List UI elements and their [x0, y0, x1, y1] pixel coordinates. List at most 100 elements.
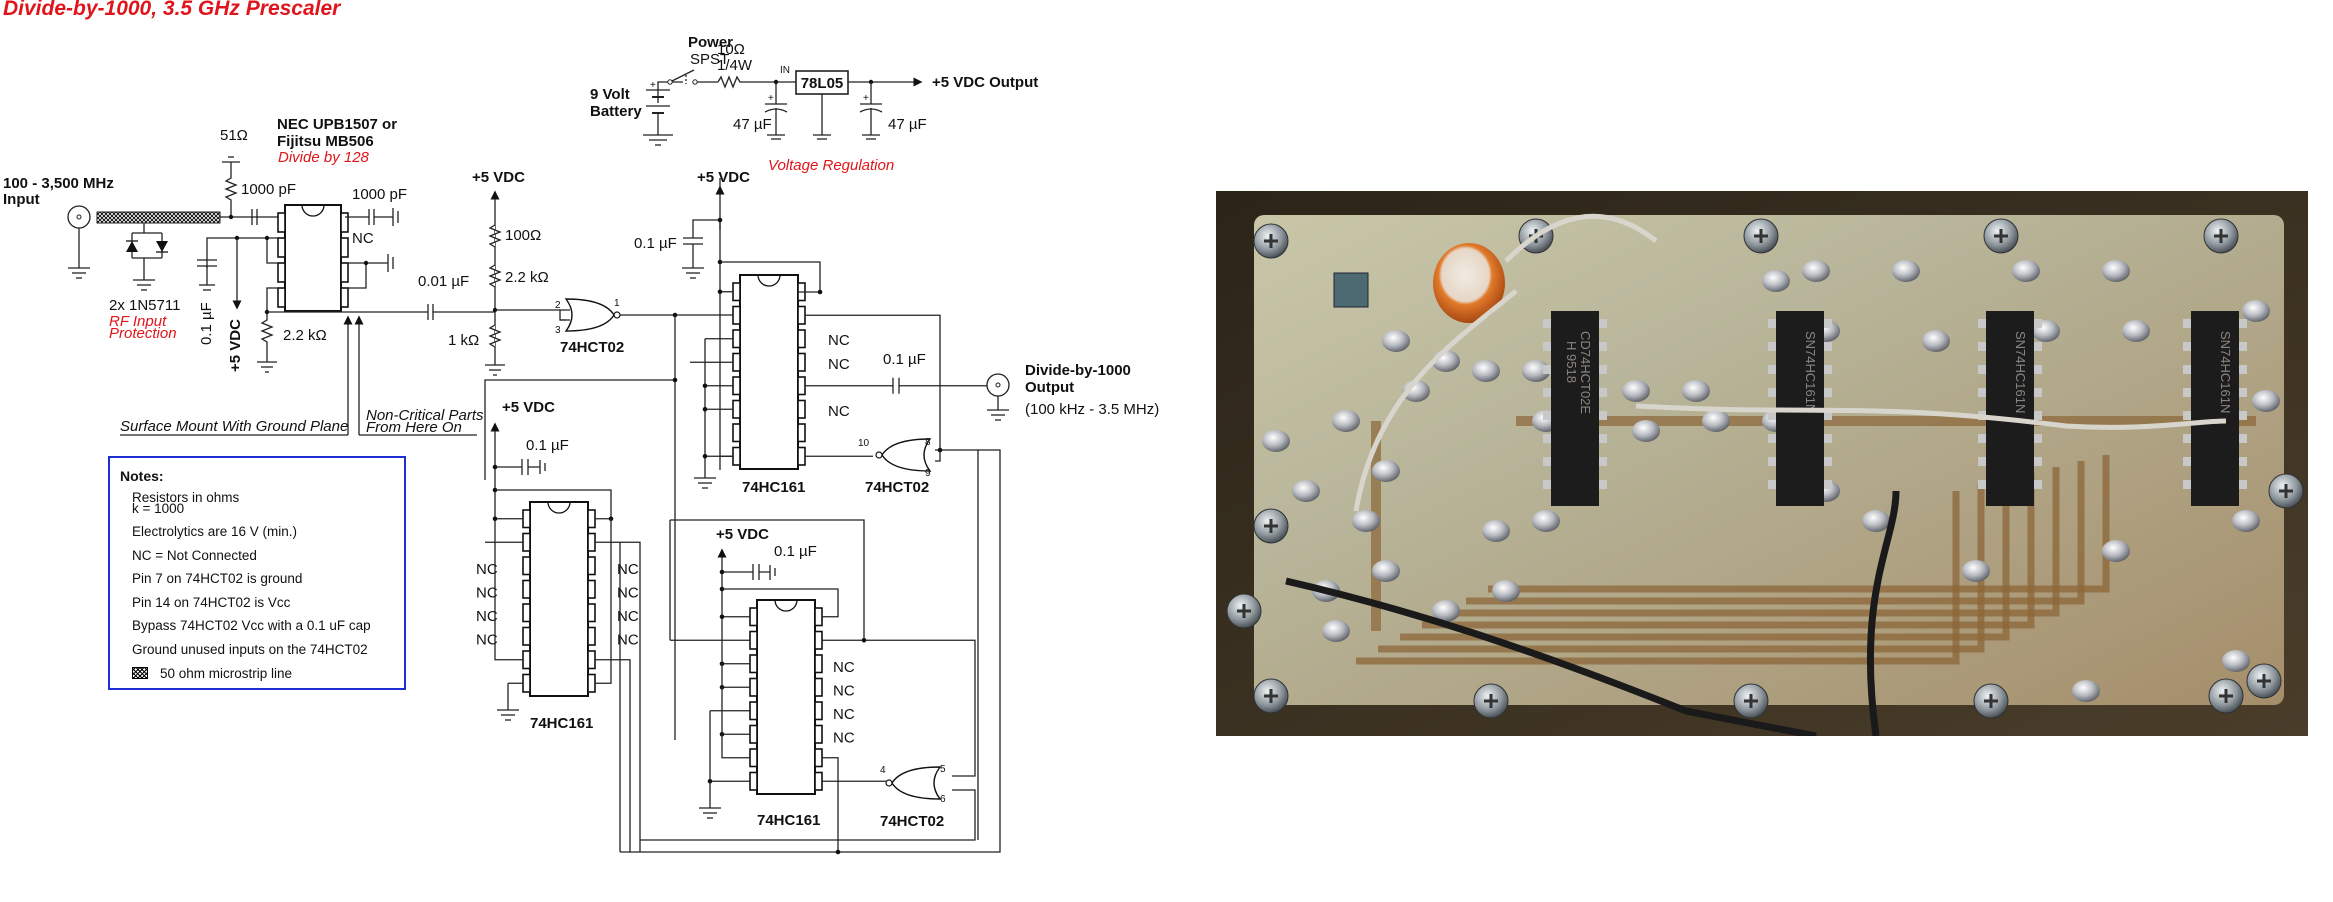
chip-marking: SN74HC161N	[2218, 331, 2233, 413]
wire	[560, 309, 570, 321]
dip-pin	[1978, 342, 1986, 351]
output-section: 0.1 µF Divide-by-1000 Output (100 kHz - …	[883, 351, 1159, 421]
ic-pin	[797, 446, 806, 466]
screw-slot	[1264, 519, 1278, 533]
wire	[822, 757, 839, 852]
ic-pin	[797, 329, 806, 349]
ic-pin	[587, 509, 596, 529]
junction-dot	[492, 516, 498, 522]
dip-pin	[1768, 480, 1776, 489]
ic-pin	[522, 603, 531, 623]
copper-trace	[1444, 467, 2060, 617]
dip-pin	[2239, 457, 2247, 466]
chip-marking: H 9518	[1564, 341, 1579, 383]
dip-pin	[2034, 342, 2042, 351]
junction-dot	[702, 406, 708, 412]
counter-vcc-label: +5 VDC	[697, 169, 750, 186]
diode-label: 2x 1N5711	[109, 297, 180, 314]
gate-pin-label: 10	[858, 438, 870, 449]
dip-body	[1986, 311, 2034, 506]
wire	[722, 588, 839, 618]
ic-pin	[277, 237, 286, 258]
gate-part-label: 74HCT02	[560, 339, 624, 356]
output-label: Divide-by-1000	[1025, 362, 1131, 379]
solder-blob	[1892, 260, 1920, 282]
junction-dot	[702, 383, 708, 389]
dip-pin	[2239, 365, 2247, 374]
solder-blob	[1532, 510, 1560, 532]
note-item: Pin 14 on 74HCT02 is Vcc	[132, 595, 291, 610]
regulator-in-label: IN	[780, 65, 790, 76]
ic-pin	[814, 701, 823, 721]
prescaler-section: NEC UPB1507 or Fijitsu MB506 Divide by 1…	[197, 116, 495, 373]
input-section: 100 - 3,500 MHz Input 2x 1N5711 RF Input…	[3, 175, 221, 342]
notes-box: Notes: Resistors in ohms k = 1000 Electr…	[108, 456, 406, 690]
ic-pin	[522, 626, 531, 646]
gate-part-label: 74HCT02	[880, 813, 944, 830]
nor-gate-body	[881, 438, 932, 472]
ic-pin	[814, 748, 823, 768]
dip-pin	[1599, 319, 1607, 328]
solder-blob	[1372, 560, 1400, 582]
dip-pin	[1824, 411, 1832, 420]
note-item: Resistors in ohms	[132, 490, 240, 505]
ground-icon	[694, 477, 716, 489]
dip-pin	[1824, 365, 1832, 374]
ic-pin	[814, 630, 823, 650]
dip-pin	[2183, 457, 2191, 466]
wire	[495, 489, 612, 520]
copper-trace	[1466, 461, 2085, 605]
series-resistor-rating: 1/4W	[717, 57, 753, 74]
ic-pin	[749, 724, 758, 744]
dip-body	[2191, 311, 2239, 506]
dip-chip: SN74HC161N	[1978, 311, 2042, 506]
output-cap-label: 1000 pF	[352, 186, 407, 203]
wire	[805, 314, 941, 450]
solder-blob	[1472, 360, 1500, 382]
ic-pin	[814, 607, 823, 627]
output-range-label: (100 kHz - 3.5 MHz)	[1025, 401, 1159, 418]
screw-slot	[2214, 229, 2228, 243]
ic-pin	[797, 352, 806, 372]
counter-part-label: 74HC161	[742, 479, 805, 496]
ic-pin	[749, 771, 758, 791]
solder-blob	[1352, 510, 1380, 532]
nc-label: NC	[833, 683, 855, 700]
divide-128-label: Divide by 128	[278, 149, 370, 166]
solder-blob	[1322, 620, 1350, 642]
ic-pin	[732, 305, 741, 325]
ic-pin	[749, 654, 758, 674]
dip-pin	[2034, 480, 2042, 489]
dip-pin	[1768, 319, 1776, 328]
ic-pin	[732, 446, 741, 466]
ic-pin	[749, 748, 758, 768]
dip-pin	[1978, 457, 1986, 466]
ic-pin	[340, 287, 349, 308]
coupling-cap-label: 0.01 µF	[418, 273, 469, 290]
ic-pin	[732, 282, 741, 302]
screw-slot	[2257, 674, 2271, 688]
nc-label: NC	[828, 356, 850, 373]
dip-pin	[1824, 388, 1832, 397]
chip-marking: SN74HC161N	[2013, 331, 2028, 413]
note-item-microstrip: 50 ohm microstrip line	[132, 667, 292, 680]
nc-label: NC	[476, 632, 498, 649]
prescaler-ic	[277, 204, 349, 312]
gate-pin-label: 1	[614, 298, 620, 309]
dip-pin	[1768, 388, 1776, 397]
dip-pin	[1543, 388, 1551, 397]
nor-gate-1	[564, 298, 621, 332]
white-wire	[1353, 213, 1658, 512]
ic-pin	[732, 423, 741, 443]
output-connector-icon	[986, 373, 1010, 421]
wire	[669, 520, 750, 641]
ic-pin	[522, 509, 531, 529]
capacitor-icon: +	[764, 82, 788, 140]
wire	[495, 460, 546, 474]
microstrip-line	[96, 211, 221, 224]
dip-pin	[1768, 342, 1776, 351]
nc-label: NC	[476, 585, 498, 602]
gate-part-label: 74HCT02	[865, 479, 929, 496]
